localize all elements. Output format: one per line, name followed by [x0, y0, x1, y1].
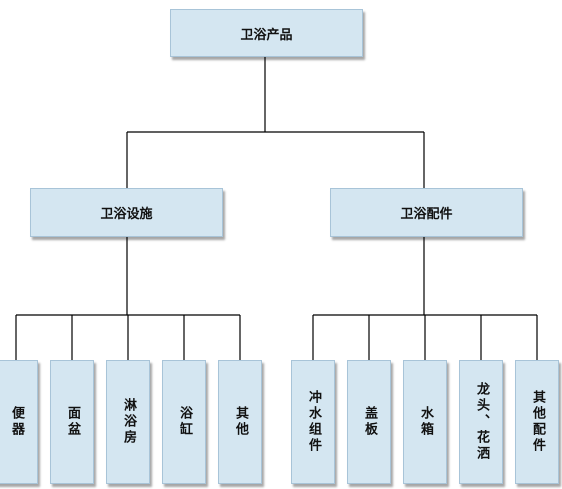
node-leaf-basin: 面盆 — [50, 360, 94, 484]
node-branch-facilities: 卫浴设施 — [30, 188, 223, 237]
node-leaf-label: 盖板 — [362, 406, 377, 438]
node-leaf-cover-plate: 盖板 — [347, 360, 391, 484]
node-leaf-label: 其他 — [233, 406, 248, 438]
node-leaf-tank: 水箱 — [403, 360, 447, 484]
node-leaf-label: 浴缸 — [177, 406, 192, 438]
node-leaf-shower-room: 淋浴房 — [106, 360, 150, 484]
node-leaf-label: 龙头、花洒 — [474, 382, 489, 462]
node-leaf-label: 水箱 — [418, 406, 433, 438]
node-branch-accessories-label: 卫浴配件 — [400, 207, 453, 222]
node-leaf-label: 便器 — [9, 406, 24, 438]
node-branch-accessories: 卫浴配件 — [330, 188, 523, 237]
node-leaf-label: 其他配件 — [530, 390, 545, 454]
node-branch-facilities-label: 卫浴设施 — [100, 207, 153, 222]
node-leaf-bathtub: 浴缸 — [162, 360, 206, 484]
node-leaf-flush-assembly: 冲水组件 — [291, 360, 335, 484]
node-leaf-label: 淋浴房 — [121, 398, 136, 446]
node-root-label: 卫浴产品 — [240, 27, 293, 43]
node-leaf-faucet-shower: 龙头、花洒 — [459, 360, 503, 484]
node-leaf-other-accessories: 其他配件 — [515, 360, 559, 484]
node-leaf-toilet: 便器 — [0, 360, 38, 484]
node-leaf-label: 面盆 — [65, 406, 80, 438]
node-root: 卫浴产品 — [170, 9, 363, 57]
node-leaf-other: 其他 — [218, 360, 262, 484]
node-leaf-label: 冲水组件 — [306, 390, 321, 454]
